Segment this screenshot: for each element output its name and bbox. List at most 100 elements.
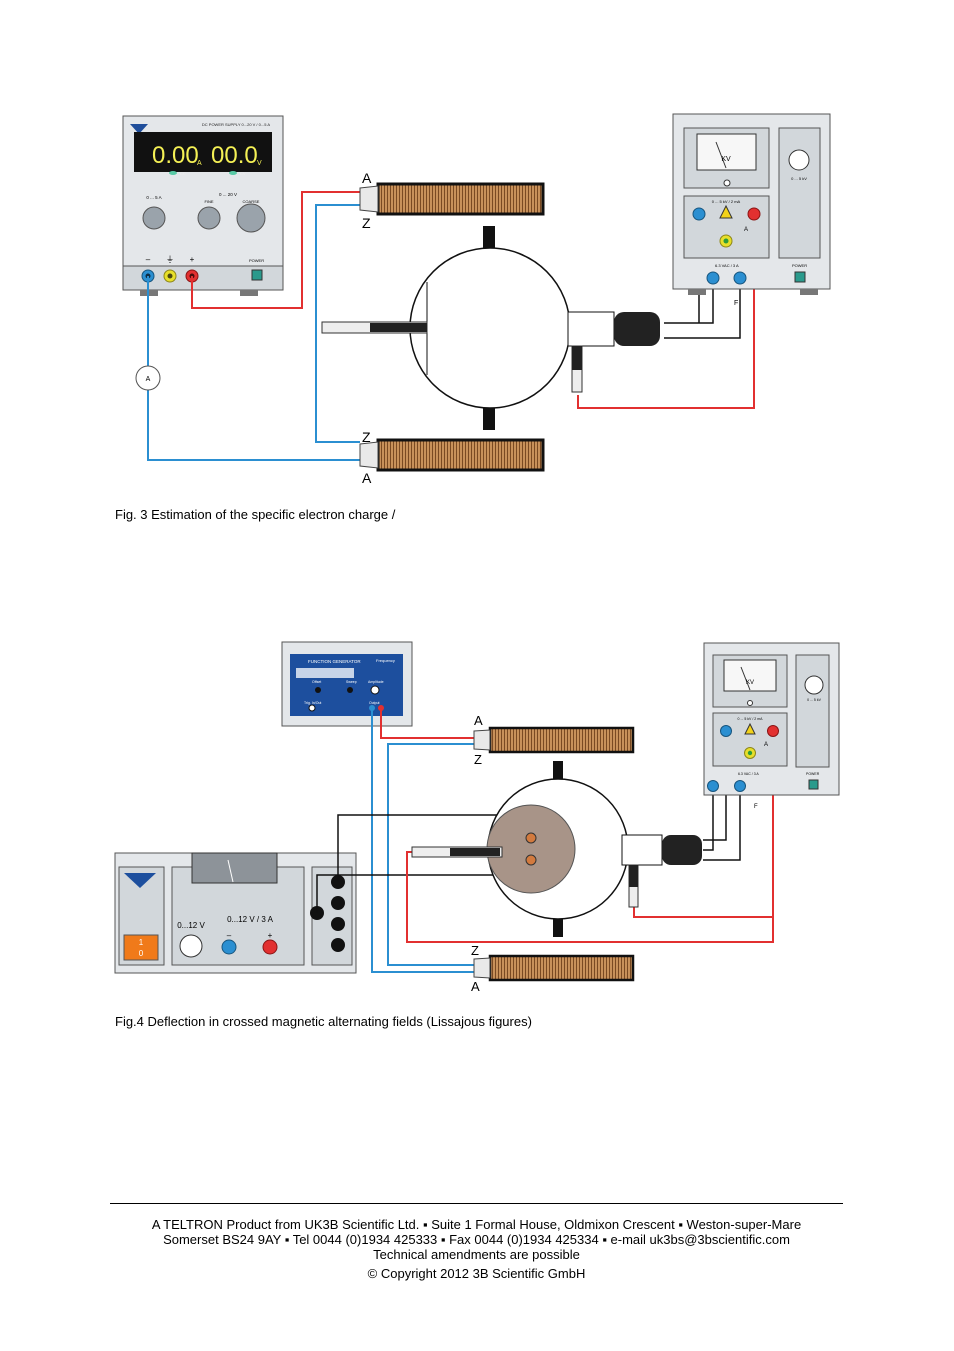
fg-trig-label: Trig. In/Out: [304, 701, 321, 705]
fig4-coil-top: A Z: [473, 713, 635, 767]
current-range-label: 0 ... 5 A: [146, 195, 161, 200]
footer-rule: [110, 1203, 843, 1204]
figure-4-diagram: FUNCTION GENERATOR Frequency Offset Swee…: [114, 641, 840, 994]
fig4-heater-socket-1[interactable]: [734, 780, 746, 792]
ac-out-socket-4[interactable]: [331, 938, 345, 952]
ac-power-supply: 1 0 0...12 V 0...12 V / 3 A – +: [114, 852, 357, 974]
3b-logo-icon: [130, 124, 148, 134]
ac-plus-label: +: [268, 931, 273, 940]
fg-title: FUNCTION GENERATOR: [308, 659, 361, 664]
heater-socket-1[interactable]: [706, 271, 720, 285]
fg-trig-socket[interactable]: [308, 704, 316, 712]
hv-minus-socket[interactable]: [692, 207, 706, 221]
fig4-hv-terminal-a-label: A: [764, 742, 768, 748]
ammeter-label: A: [146, 376, 151, 383]
coil-top-z-label: Z: [362, 215, 371, 231]
footer-line-4: © Copyright 2012 3B Scientific GmbH: [367, 1266, 586, 1281]
fig4-hv-range-label: 0 ... 5 kV: [807, 698, 821, 702]
dc-supply-header: DC POWER SUPPLY 0...20 V / 0...5 A: [202, 122, 270, 127]
hv-output-label: 0 ... 5 kV / 2 mA: [712, 199, 741, 204]
ac-switch-on: 1: [139, 938, 144, 947]
footer-line-3: Technical amendments are possible: [373, 1247, 580, 1262]
voltage-display: 00.0: [211, 142, 258, 169]
fig4-hv-power-supply: KV 0 ... 5 kV 0 ... 5 kV / 2 mA A 6.3 VA…: [703, 642, 840, 810]
ac-minus-label: –: [227, 931, 232, 940]
fig4-heater-label: 6.3 VAC / 3 A: [738, 772, 759, 776]
voltage-unit: V: [257, 160, 262, 167]
fine-label: FINE: [204, 199, 213, 204]
ac-minus-socket[interactable]: [221, 939, 237, 955]
cv-led-icon: [229, 171, 237, 175]
fig4-hv-power-switch[interactable]: [808, 779, 819, 790]
heater-socket-2[interactable]: [733, 271, 747, 285]
fig4-kv-meter: [723, 659, 777, 692]
cc-led-icon: [169, 171, 177, 175]
hv-power-supply: KV 0 ... 5 kV 0 ... 5 kV / 2 mA A 6.3 VA…: [672, 113, 831, 307]
hv-power-label: POWER: [792, 263, 807, 268]
hv-range-label: 0 ... 5 kV: [791, 176, 807, 181]
hv-power-switch[interactable]: [794, 271, 806, 283]
fg-amplitude-knob[interactable]: [370, 685, 380, 695]
ac-meter: [191, 852, 278, 884]
ammeter: A: [135, 365, 161, 391]
coarse-knob[interactable]: [236, 203, 266, 233]
footer-line-1: A TELTRON Product from UK3B Scientific L…: [151, 1217, 802, 1232]
hv-adjust-knob[interactable]: [788, 149, 810, 171]
fig4-caption: Fig.4 Deflection in crossed magnetic alt…: [115, 1014, 532, 1029]
fig4-hv-minus-socket[interactable]: [720, 725, 732, 737]
ac-out-socket-3[interactable]: [331, 917, 345, 931]
fig4-heater-terminal-f-label: F: [754, 804, 758, 810]
helmholtz-coil-top: A Z: [359, 170, 545, 231]
ac-range-va-label: 0...12 V / 3 A: [227, 915, 273, 924]
dc-power-label: POWER: [249, 258, 264, 263]
kv-meter-unit: KV: [721, 156, 731, 163]
current-display: 0.00: [152, 142, 199, 169]
ac-out-socket-2[interactable]: [331, 896, 345, 910]
fg-sweep-knob[interactable]: [347, 687, 353, 693]
fg-frequency-label: Frequency: [376, 658, 395, 663]
fig4-kv-meter-unit: KV: [746, 680, 754, 686]
figure-3-diagram: DC POWER SUPPLY 0...20 V / 0...5 A 0.00 …: [122, 113, 831, 486]
fig4-coil-top-a-label: A: [474, 713, 483, 728]
kv-meter: [696, 133, 757, 171]
fig4-hv-power-label: POWER: [806, 772, 820, 776]
ac-range-v-label: 0...12 V: [177, 921, 205, 930]
ac-power-switch[interactable]: [123, 934, 159, 961]
coarse-label: COARSE: [243, 199, 260, 204]
heater-terminal-f-label: F: [734, 300, 738, 307]
fig4-coil-top-z-label: Z: [474, 752, 482, 767]
current-knob[interactable]: [142, 206, 166, 230]
dc-power-supply: DC POWER SUPPLY 0...20 V / 0...5 A 0.00 …: [122, 115, 284, 296]
fig4-hv-adjust-knob[interactable]: [804, 675, 824, 695]
function-generator: FUNCTION GENERATOR Frequency Offset Swee…: [281, 641, 413, 727]
hv-plus-socket[interactable]: [747, 207, 761, 221]
fg-sweep-label: Sweep: [346, 680, 357, 684]
fig4-hv-output-label: 0 ... 5 kV / 2 mA: [738, 717, 764, 721]
hv-indicator-icon: [723, 179, 731, 187]
heater-label: 6.3 VAC / 3 A: [715, 263, 739, 268]
fig4-heater-socket-2[interactable]: [707, 780, 719, 792]
fine-knob[interactable]: [197, 206, 221, 230]
cc-label: CC: [180, 171, 186, 176]
helmholtz-coil-bottom: Z A: [359, 429, 545, 486]
fig4-electron-tube: [411, 761, 702, 937]
ac-plus-socket[interactable]: [262, 939, 278, 955]
voltage-range-label: 0 ... 20 V: [219, 192, 237, 197]
fg-amplitude-label: Amplitude: [368, 680, 384, 684]
coil-top-a-label: A: [362, 170, 372, 186]
fig4-coil-bottom-a-label: A: [471, 979, 480, 994]
warning-icon: [719, 204, 733, 219]
current-unit: A: [197, 160, 202, 167]
dc-power-switch[interactable]: [251, 269, 263, 281]
cv-label: CV: [240, 171, 246, 176]
fg-offset-knob[interactable]: [315, 687, 321, 693]
ac-logo-icon: [124, 873, 156, 888]
fig4-hv-plus-socket[interactable]: [767, 725, 779, 737]
ac-voltage-knob[interactable]: [179, 934, 203, 958]
fig4-hv-indicator-icon: [747, 700, 753, 706]
fig3-caption: Fig. 3 Estimation of the specific electr…: [115, 507, 396, 522]
fg-offset-label: Offset: [312, 680, 321, 684]
fig4-coil-bottom-z-label: Z: [471, 943, 479, 958]
minus-label: –: [146, 255, 151, 264]
fg-output-label: Output: [369, 701, 380, 705]
